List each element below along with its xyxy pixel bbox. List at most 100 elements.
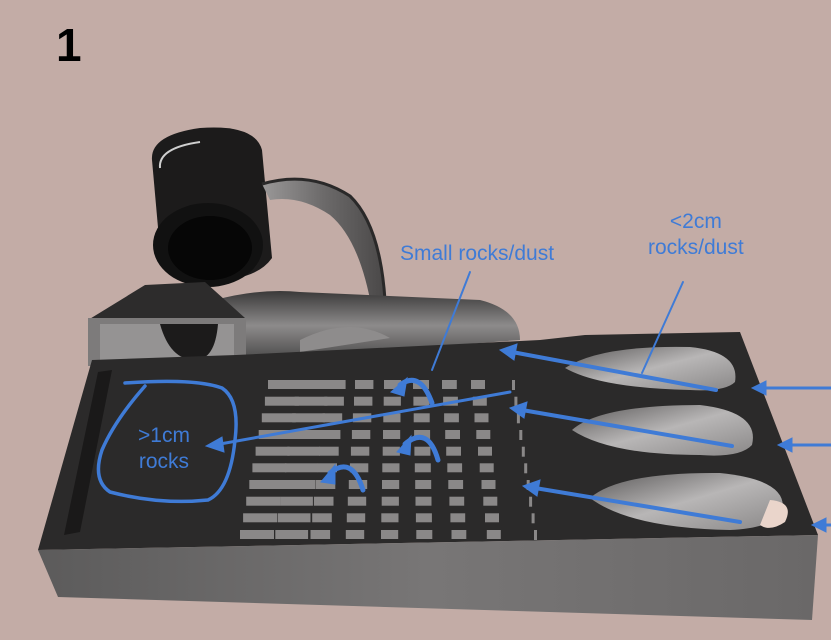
sieve-hole [414, 430, 431, 439]
sieve-hole [322, 413, 343, 423]
sieve-hole [381, 513, 399, 523]
sieve-hole [350, 446, 370, 456]
sieve-hole [292, 413, 325, 423]
sieve-hole [382, 463, 400, 473]
sieve-hole [447, 463, 463, 473]
sieve-hole [252, 463, 287, 473]
sieve-hole [312, 513, 332, 523]
sieve-hole [413, 413, 430, 423]
sieve-hole [287, 446, 321, 456]
sieve-hole [414, 446, 431, 456]
sieve-hole [354, 396, 373, 406]
sieve-hole [326, 380, 346, 389]
sieve-hole [444, 413, 459, 423]
sieve-hole [442, 380, 457, 389]
sieve-slit [534, 530, 537, 540]
sieve-slit [529, 496, 533, 507]
scoop-top [565, 346, 736, 391]
sieve-hole [471, 380, 485, 389]
sieve-hole [289, 430, 323, 439]
hopper-funnel [88, 282, 246, 366]
sieve-hole [275, 530, 309, 539]
sieve-hole [284, 463, 318, 473]
label-over-1cm: >1cm rocks [138, 423, 190, 475]
sieve-hole [451, 530, 467, 539]
label-under-2cm: <2cm rocks/dust [648, 209, 744, 261]
sieve-hole [478, 446, 492, 456]
sieve-hole [313, 496, 334, 506]
sieve-hole [264, 396, 299, 406]
sieve-hole [249, 480, 284, 489]
sieve-hole [415, 480, 432, 489]
sieve-hole [319, 446, 339, 456]
sieve-hole [472, 396, 487, 406]
sieve-hole [445, 430, 460, 439]
label-under-2cm-line2: rocks/dust [648, 236, 744, 259]
sieve-hole [349, 463, 369, 473]
sieve-hole [297, 380, 330, 389]
scoop-bottom [590, 472, 783, 530]
sieve-hole [243, 513, 278, 523]
annotation-arrows [96, 271, 831, 533]
sieve-slit [519, 430, 523, 440]
sieve-hole [310, 530, 331, 539]
curved-chute [215, 177, 520, 360]
sieve-hole [474, 413, 489, 423]
sieve-hole [382, 446, 400, 456]
label-over-1cm-line1: >1cm [138, 424, 190, 447]
sieve-hole [317, 463, 337, 473]
sieve-hole [485, 513, 499, 523]
sieve-hole [324, 396, 344, 406]
sieve-hole [282, 480, 316, 489]
label-over-1cm-line2: rocks [138, 450, 190, 473]
sieve-hole [384, 380, 402, 389]
cylindrical-drum [151, 127, 272, 287]
sieve-hole [486, 530, 501, 539]
sieve-hole [345, 530, 365, 539]
sieve-hole [315, 480, 336, 489]
label-under-2cm-line1: <2cm [669, 210, 722, 233]
sieve-hole [320, 430, 341, 439]
sieve-hole [246, 496, 281, 506]
sieve-grid [240, 380, 537, 540]
sieve-hole [261, 413, 296, 423]
sieve-slit [516, 413, 520, 424]
label-small-rocks-line1: Small rocks/dust [400, 242, 555, 265]
sieve-slit [512, 380, 515, 390]
sieve-slit [524, 463, 528, 474]
sieve-hole [413, 396, 430, 406]
sieve-hole [280, 496, 313, 506]
sieve-slit [521, 446, 525, 457]
sieve-hole [383, 413, 401, 423]
sieve-slit [531, 513, 535, 524]
sieve-hole [348, 480, 368, 489]
sieve-hole [446, 446, 461, 456]
sieve-hole [355, 380, 374, 389]
sieve-hole [381, 530, 399, 539]
sieve-hole [479, 463, 494, 473]
sieve-hole [383, 396, 401, 406]
sieve-hole [415, 513, 432, 523]
sieve-hole [294, 396, 328, 406]
sieve-hole [414, 463, 431, 473]
sieve-hole [255, 446, 290, 456]
sieve-hole [415, 496, 432, 506]
label-small-rocks: Small rocks/dust [400, 241, 554, 267]
sieve-hole [382, 480, 400, 489]
sieve-hole [416, 530, 433, 539]
sieve-hole [449, 496, 465, 506]
panel-number: 1 [56, 19, 82, 71]
sieve-hole [476, 430, 491, 439]
sieve-hole [268, 380, 302, 389]
sieve-hole [381, 496, 399, 506]
sieve-hole [450, 513, 466, 523]
sieve-hole [448, 480, 464, 489]
sieve-hole [277, 513, 311, 523]
sieve-hole [481, 480, 496, 489]
sieve-hole [383, 430, 401, 439]
sieve-hole [240, 530, 274, 539]
sieve-hole [347, 496, 367, 506]
sieve-hole [346, 513, 366, 523]
sieve-hole [483, 496, 498, 506]
